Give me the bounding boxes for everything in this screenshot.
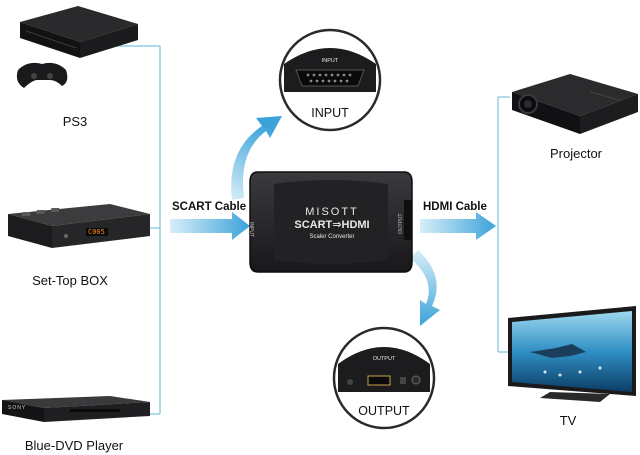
converter-subtitle: Scaler Converter bbox=[309, 234, 355, 240]
output-bubble-label: OUTPUT bbox=[358, 404, 410, 418]
output-bubble-inner-label: OUTPUT bbox=[372, 356, 396, 362]
settop-display: C005 bbox=[88, 228, 105, 236]
input-bubble-inner-label: INPUT bbox=[321, 58, 339, 64]
hdmi-arrow bbox=[420, 212, 496, 240]
input-bubble-label: INPUT bbox=[311, 106, 349, 120]
hdmi-cable-label: HDMI Cable bbox=[423, 201, 487, 213]
converter-brand: MISOTT bbox=[305, 206, 359, 218]
dvd-label: Blue-DVD Player bbox=[24, 438, 124, 453]
ps3-label: PS3 bbox=[62, 114, 88, 129]
input-curve-arrow bbox=[231, 116, 282, 200]
scart-arrow bbox=[170, 212, 250, 240]
settop-label: Set-Top BOX bbox=[32, 273, 108, 288]
scart-cable-label: SCART Cable bbox=[172, 201, 247, 213]
converter-model: SCART⇒HDMI bbox=[294, 219, 370, 231]
output-curve-arrow bbox=[410, 250, 440, 326]
dvd-brand: SONY bbox=[8, 405, 27, 411]
tv-label: TV bbox=[559, 413, 577, 428]
projector-label: Projector bbox=[549, 146, 603, 161]
